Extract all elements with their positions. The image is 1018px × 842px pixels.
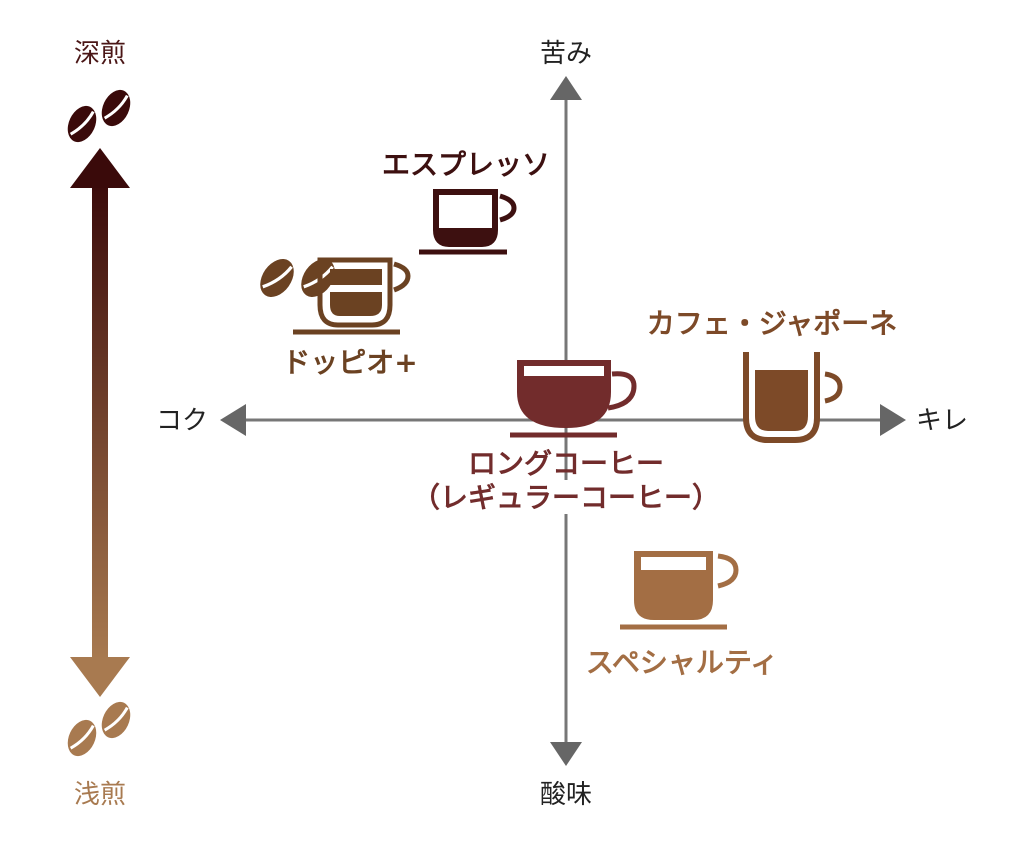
specialty-label: スペシャルティ <box>586 646 778 679</box>
arrow-left-icon <box>220 404 246 436</box>
axis-top-label: 苦み <box>540 39 592 69</box>
dark-bean-icon <box>60 83 138 149</box>
long-coffee-label: ロングコーヒー <box>468 447 664 480</box>
arrow-down-icon <box>550 742 582 766</box>
arrow-up-icon <box>550 76 582 100</box>
arrow-up-icon <box>70 148 130 188</box>
giapponese-glass-icon <box>743 352 843 443</box>
item-long-coffee: ロングコーヒー （レギュラーコーヒー） <box>412 360 720 514</box>
arrow-down-icon <box>70 657 130 697</box>
espresso-label: エスプレッソ <box>382 148 550 181</box>
light-roast-label: 浅煎 <box>74 780 126 810</box>
espresso-cup-icon <box>419 189 517 255</box>
long-coffee-sublabel: （レギュラーコーヒー） <box>412 481 720 514</box>
taste-axes: 苦み 酸味 コク キレ <box>156 39 968 810</box>
roast-gradient-arrow-shaft <box>92 180 108 660</box>
caffe-giapponese-label: カフェ・ジャポーネ <box>647 307 898 340</box>
item-espresso: エスプレッソ <box>382 148 550 255</box>
axis-right-label: キレ <box>916 406 968 436</box>
doppio-glass-icon <box>293 257 411 335</box>
item-caffe-giapponese: カフェ・ジャポーネ <box>647 307 898 443</box>
dark-roast-label: 深煎 <box>74 39 126 69</box>
item-specialty: スペシャルティ <box>586 551 778 679</box>
arrow-right-icon <box>880 404 906 436</box>
specialty-cup-icon <box>620 551 739 630</box>
doppio-plus-label: ドッピオ+ <box>282 346 417 379</box>
roast-scale: 深煎 浅煎 <box>60 39 138 810</box>
axis-bottom-label: 酸味 <box>540 780 592 810</box>
light-bean-icon <box>60 695 138 763</box>
item-doppio-plus: ドッピオ+ <box>251 251 418 379</box>
axis-left-label: コク <box>156 406 208 436</box>
long-coffee-cup-icon <box>510 360 637 438</box>
